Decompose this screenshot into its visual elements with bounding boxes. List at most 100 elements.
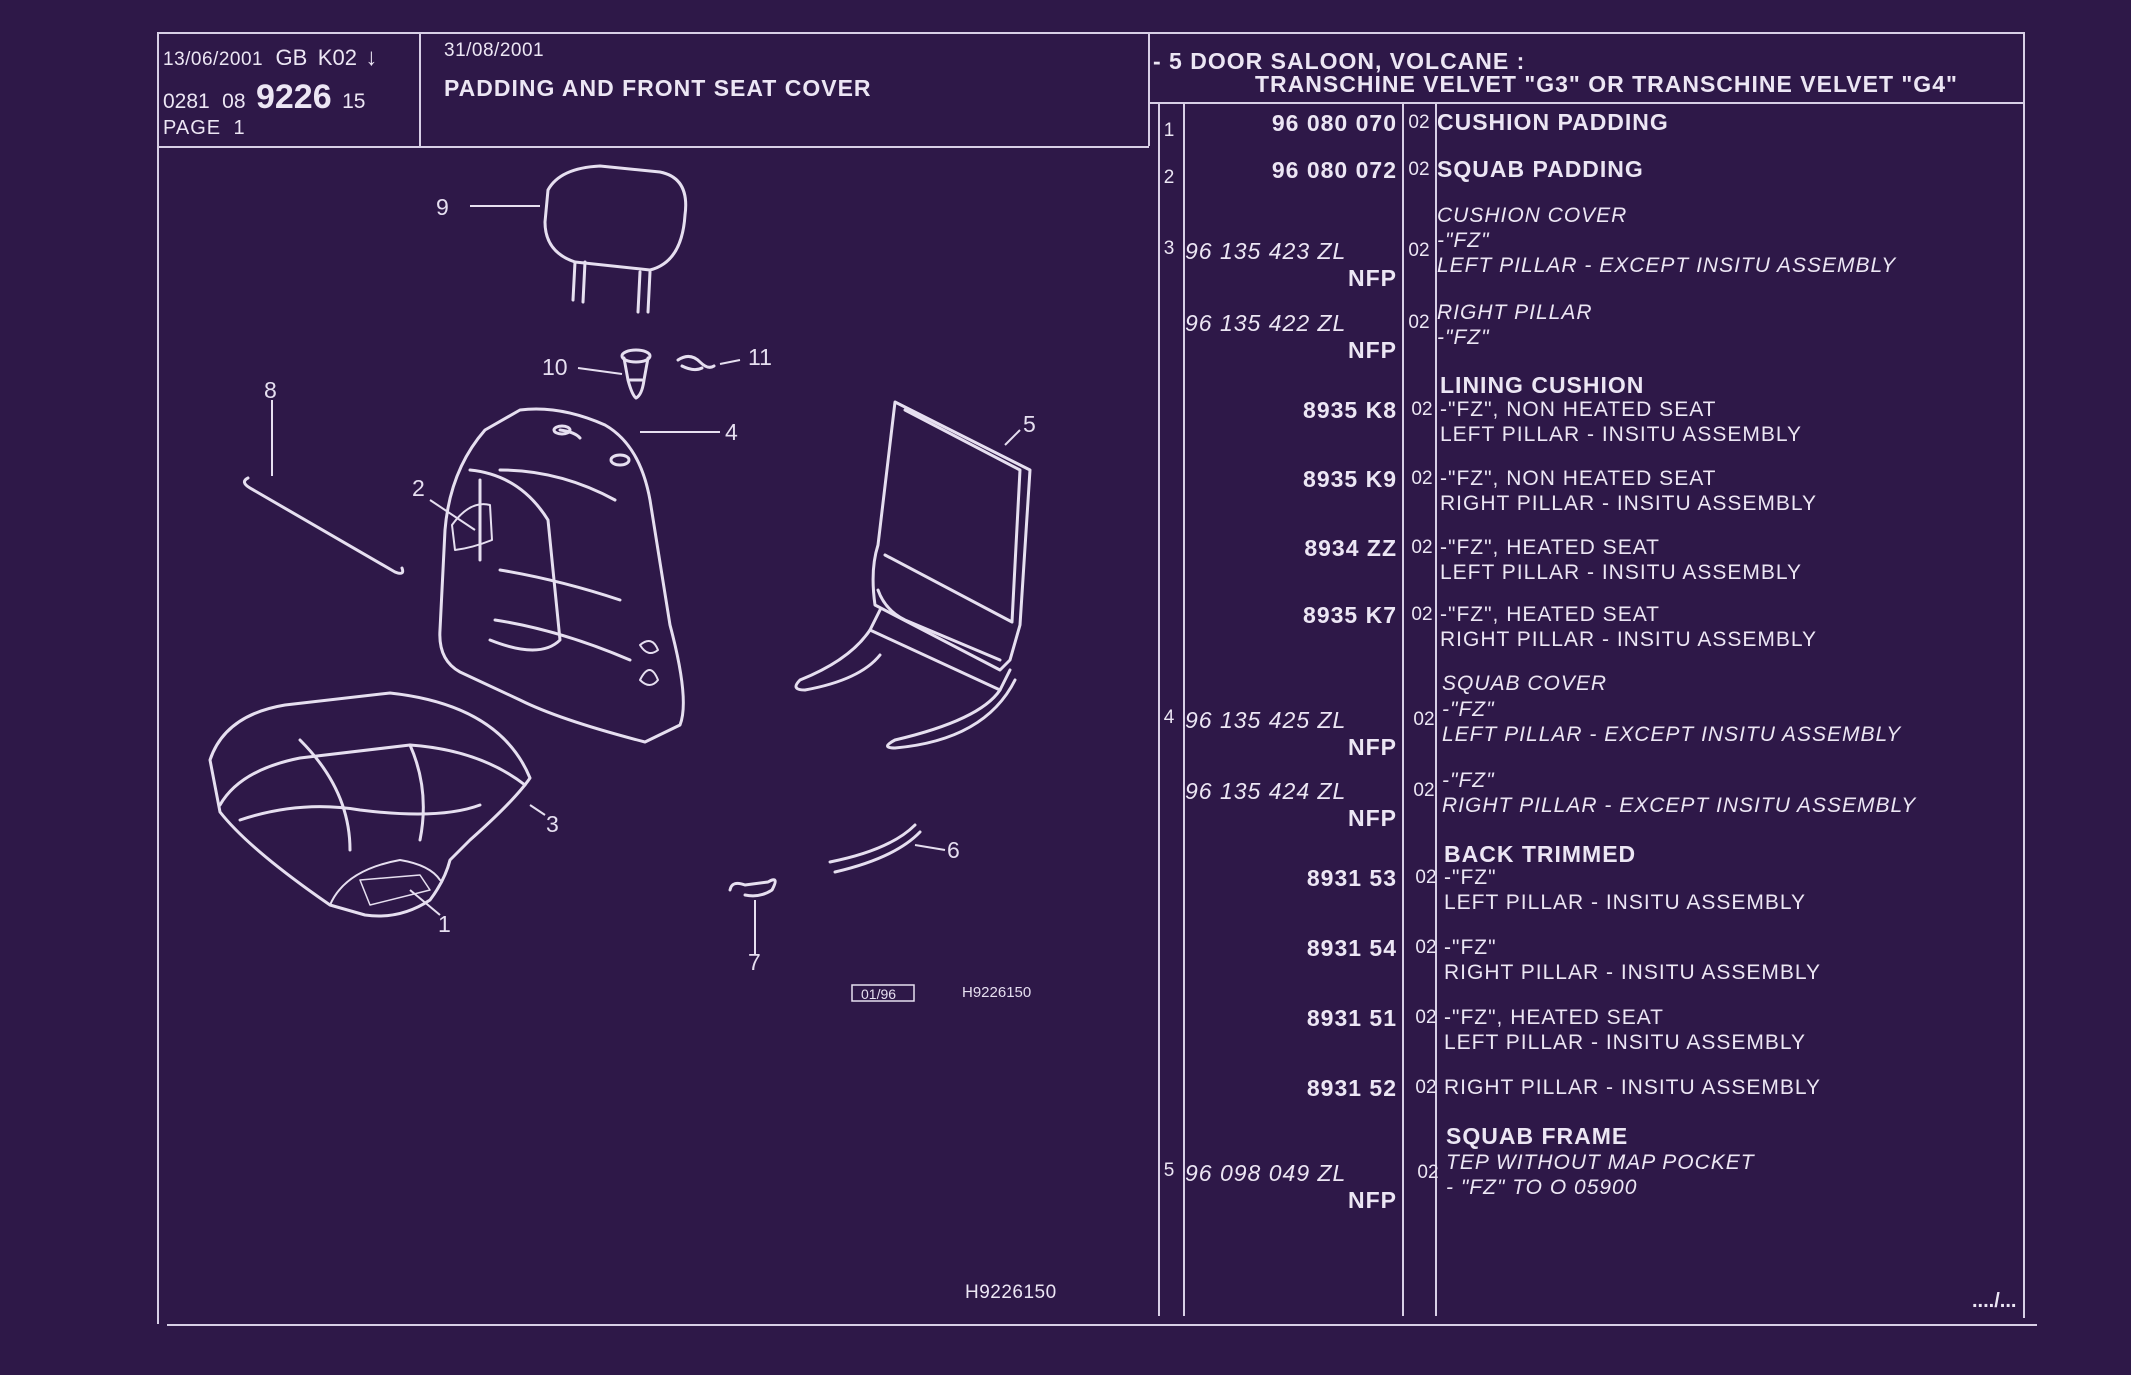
part-number: 96 135 423 ZL — [1185, 238, 1347, 264]
guide-bush-part — [620, 348, 652, 400]
description-line: LEFT PILLAR - EXCEPT INSITU ASSEMBLY — [1437, 254, 1897, 277]
description-line: -"FZ" — [1442, 769, 1495, 792]
description-line: -"FZ", HEATED SEAT — [1440, 603, 1660, 626]
part-description: -"FZ"LEFT PILLAR - EXCEPT INSITU ASSEMBL… — [1442, 697, 1901, 747]
part-description: -"FZ"RIGHT PILLAR - EXCEPT INSITU ASSEMB… — [1442, 768, 1916, 818]
spring-wire-part — [243, 476, 405, 575]
part-number: 8931 51 — [1306, 1005, 1397, 1031]
description-line: -"FZ" — [1442, 698, 1495, 721]
part-number: 96 135 422 ZL — [1185, 310, 1347, 336]
quantity: 02 — [1408, 312, 1430, 333]
description-line: SQUAB PADDING — [1437, 156, 1644, 182]
description-line: TEP WITHOUT MAP POCKET — [1446, 1151, 1755, 1174]
header-divider-1 — [419, 34, 421, 146]
quantity: 02 — [1417, 1162, 1439, 1183]
part-reference: 8935 K7 — [1185, 602, 1397, 629]
stamp-box — [851, 984, 915, 1002]
description-line: LEFT PILLAR - INSITU ASSEMBLY — [1444, 891, 1806, 914]
description-line: BACK TRIMMED — [1444, 841, 1637, 867]
part-description: CUSHION PADDING — [1437, 110, 1669, 135]
hook-part — [728, 878, 777, 898]
part-description: SQUAB PADDING — [1437, 157, 1644, 182]
col-line-3 — [1402, 102, 1404, 1316]
part-reference: 8931 52 — [1185, 1075, 1397, 1102]
description-line: LEFT PILLAR - INSITU ASSEMBLY — [1440, 423, 1802, 446]
footer-ref: H9226150 — [965, 1282, 1057, 1303]
part-number: 8934 ZZ — [1304, 535, 1397, 561]
col-line-1 — [1158, 102, 1160, 1316]
part-number: 8935 K9 — [1303, 466, 1397, 492]
part-number: 96 080 072 — [1271, 157, 1397, 183]
frame-bottom — [167, 1324, 2037, 1326]
description-line: -"FZ", NON HEATED SEAT — [1440, 467, 1717, 490]
description-line: CUSHION COVER — [1437, 204, 1628, 227]
description-line: -"FZ" — [1444, 936, 1497, 959]
part-description: SQUAB FRAME — [1446, 1124, 1628, 1149]
header-num-prefix-1: 0281 — [163, 90, 210, 113]
header-num-suffix: 15 — [342, 90, 366, 113]
plate-number: 9226 — [255, 78, 332, 116]
description-line: -"FZ" — [1437, 229, 1490, 252]
model-line-2: TRANSCHINE VELVET "G3" OR TRANSCHINE VEL… — [1255, 71, 1958, 97]
quantity: 02 — [1411, 537, 1433, 558]
quantity: 02 — [1408, 112, 1430, 133]
description-line: LEFT PILLAR - INSITU ASSEMBLY — [1440, 561, 1802, 584]
page-label: PAGE — [163, 117, 222, 139]
description-line: RIGHT PILLAR - INSITU ASSEMBLY — [1440, 628, 1817, 651]
part-number: 8931 53 — [1306, 865, 1397, 891]
quantity: 02 — [1411, 468, 1433, 489]
description-line: RIGHT PILLAR - INSITU ASSEMBLY — [1444, 961, 1821, 984]
header-bottom-right — [1148, 102, 2024, 104]
part-reference: 8934 ZZ — [1185, 535, 1397, 562]
part-reference: 8931 51 — [1185, 1005, 1397, 1032]
part-description: -"FZ"RIGHT PILLAR - INSITU ASSEMBLY — [1444, 935, 1821, 985]
part-description: -"FZ"LEFT PILLAR - EXCEPT INSITU ASSEMBL… — [1437, 228, 1896, 278]
header-num-prefix-2: 08 — [222, 90, 246, 113]
nfp-flag: NFP — [1348, 1187, 1397, 1213]
nfp-flag: NFP — [1348, 734, 1397, 760]
part-number: 96 080 070 — [1271, 110, 1397, 136]
part-number: 8931 52 — [1306, 1075, 1397, 1101]
callout-3: 3 — [546, 811, 559, 837]
callout-2: 2 — [412, 475, 425, 501]
part-reference: 96 080 072 — [1185, 157, 1397, 184]
description-line: CUSHION PADDING — [1437, 109, 1669, 135]
item-number: 4 — [1163, 707, 1175, 728]
callout-1: 1 — [438, 911, 451, 937]
model-line-1: - 5 DOOR SALOON, VOLCANE : — [1153, 48, 1526, 74]
part-description: CUSHION COVER — [1437, 203, 1627, 228]
part-description: RIGHT PILLAR-"FZ" — [1437, 300, 1593, 350]
description-line: -"FZ", HEATED SEAT — [1444, 1006, 1664, 1029]
description-line: SQUAB COVER — [1442, 672, 1608, 695]
callout-10: 10 — [542, 354, 568, 380]
part-number: 8935 K7 — [1303, 602, 1397, 628]
callout-11: 11 — [748, 344, 772, 370]
description-line: LEFT PILLAR - EXCEPT INSITU ASSEMBLY — [1442, 723, 1902, 746]
description-line: -"FZ", NON HEATED SEAT — [1440, 398, 1717, 421]
description-line: RIGHT PILLAR - INSITU ASSEMBLY — [1440, 492, 1817, 515]
item-number: 1 — [1163, 120, 1175, 141]
headrest-part — [543, 164, 688, 314]
cushion-part — [208, 691, 532, 918]
header-code: K02 — [317, 45, 357, 70]
quantity: 02 — [1415, 1077, 1437, 1098]
callout-5: 5 — [1023, 411, 1036, 437]
quantity: 02 — [1415, 1007, 1437, 1028]
part-reference: 8935 K9 — [1185, 466, 1397, 493]
header-bottom-left — [157, 146, 1149, 148]
page-title: PADDING AND FRONT SEAT COVER — [444, 75, 872, 101]
quantity: 02 — [1411, 604, 1433, 625]
description-line: -"FZ" — [1437, 326, 1490, 349]
description-line: RIGHT PILLAR — [1437, 301, 1593, 324]
description-line: -"FZ" — [1444, 866, 1497, 889]
callout-6: 6 — [947, 837, 960, 863]
header-date-1: 13/06/2001 — [163, 49, 264, 70]
